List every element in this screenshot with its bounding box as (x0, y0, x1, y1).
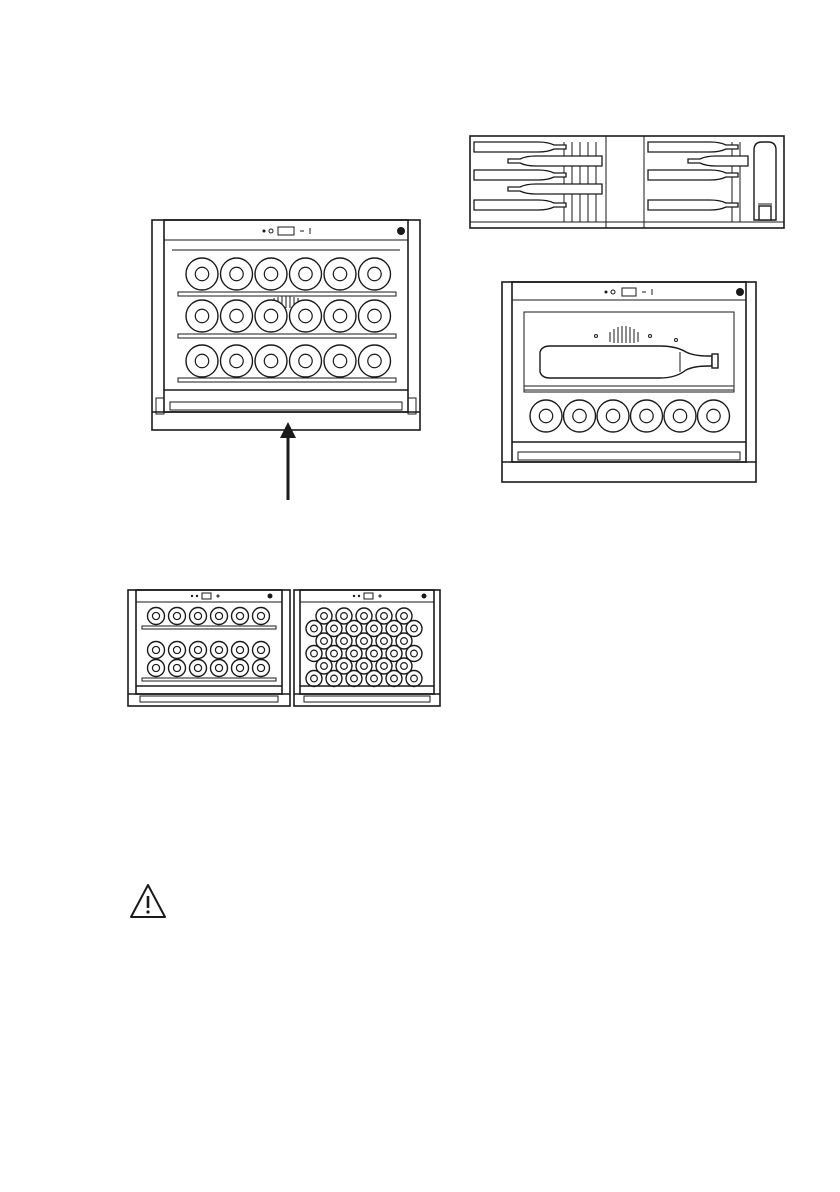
lying-bottle (474, 170, 566, 180)
bottle-end (255, 345, 287, 377)
bottle-end (359, 258, 391, 290)
bottle-end (698, 400, 730, 432)
bottle-end (253, 642, 270, 659)
bottle-end (324, 258, 356, 290)
bottle-end (221, 258, 253, 290)
bottle-end (324, 345, 356, 377)
bottle-end (169, 608, 186, 625)
small-cabinet-b-figure (292, 588, 442, 708)
lying-bottle (508, 184, 602, 194)
bottle-end (346, 671, 362, 687)
bottle-end (186, 300, 218, 332)
bottle-end (190, 608, 207, 625)
bottle-end (631, 400, 663, 432)
lying-bottle (648, 170, 738, 180)
upright-bottle (754, 142, 776, 220)
arrow-up-icon (278, 420, 298, 502)
bottle-end (564, 400, 596, 432)
bottle-end (386, 671, 402, 687)
bottle-end (148, 642, 165, 659)
main-cabinet-figure (150, 218, 422, 432)
bottle-end (530, 400, 562, 432)
bottle-end (324, 300, 356, 332)
lying-bottle (474, 142, 566, 152)
bottle-end (664, 400, 696, 432)
bottle-end (190, 642, 207, 659)
lying-bottle (688, 156, 748, 166)
bottle-end (232, 608, 249, 625)
side-bottles (474, 142, 748, 210)
bottle-end (232, 660, 249, 677)
bottle-end (148, 660, 165, 677)
bottle-end (597, 400, 629, 432)
bottle-row (530, 400, 730, 432)
warning-triangle-icon (128, 882, 168, 920)
bottle-end (169, 660, 186, 677)
bottle-end (211, 642, 228, 659)
bottle-end (211, 660, 228, 677)
bottle-end (169, 642, 186, 659)
bottle-end (359, 300, 391, 332)
bottle-end (326, 671, 342, 687)
bottle-end (186, 258, 218, 290)
bottle-end (221, 345, 253, 377)
bottle-rows (306, 608, 422, 687)
bottle-end (255, 258, 287, 290)
bottle-end (366, 671, 382, 687)
lying-bottle (648, 142, 738, 152)
bottle-rows (186, 258, 391, 377)
bottle-end (211, 608, 228, 625)
magnum-bottle (540, 346, 718, 378)
bottle-end (253, 660, 270, 677)
bottle-end (186, 345, 218, 377)
bottle-end (232, 642, 249, 659)
magnum-cabinet-figure (500, 280, 758, 484)
bottle-rows (148, 608, 270, 677)
small-cabinet-a-figure (126, 588, 292, 708)
bottle-end (290, 345, 322, 377)
lying-bottle (474, 200, 566, 210)
side-view-racks-figure (468, 134, 786, 230)
bottle-end (255, 300, 287, 332)
lying-bottle (648, 200, 738, 210)
bottle-end (190, 660, 207, 677)
bottle-end (359, 345, 391, 377)
lying-bottle (508, 156, 602, 166)
bottle-end (306, 671, 322, 687)
bottle-end (148, 608, 165, 625)
bottle-end (221, 300, 253, 332)
bottle-end (406, 671, 422, 687)
bottle-end (290, 300, 322, 332)
bottle-end (253, 608, 270, 625)
bottle-end (290, 258, 322, 290)
